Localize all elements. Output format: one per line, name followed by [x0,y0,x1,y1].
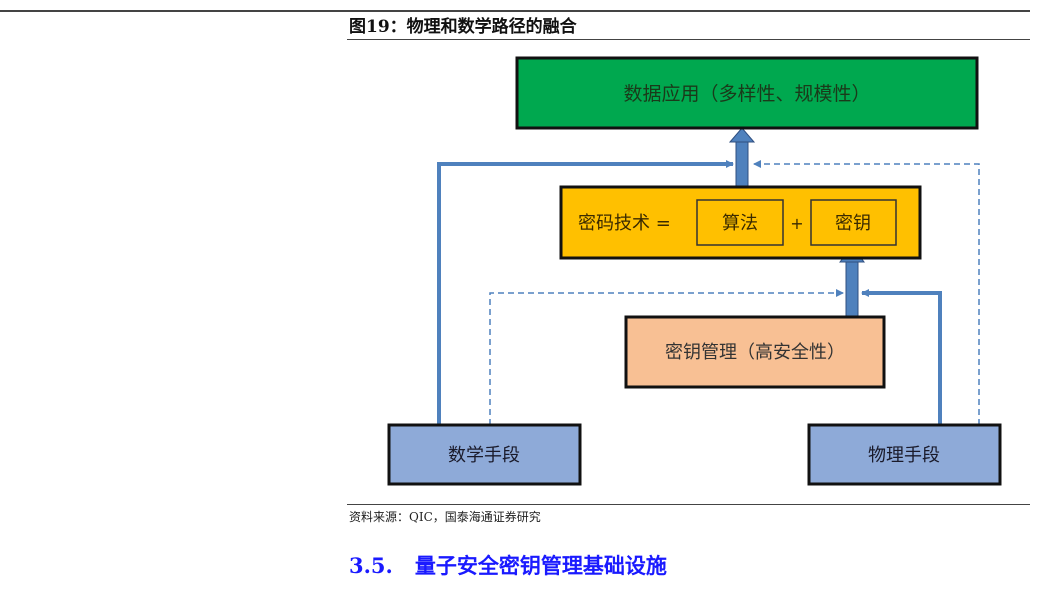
math-to-key-dashed-line [489,289,844,425]
math-to-app-line [437,160,734,425]
physics-means-label: 物理手段 [868,445,940,466]
crypto-tech-box: 密码技术 = 算法 + 密钥 [559,185,922,260]
data-application-box: 数据应用（多样性、规模性） [515,56,979,130]
figure-caption: 图19：物理和数学路径的融合 [349,17,577,37]
data-application-label: 数据应用（多样性、规模性） [623,83,870,105]
key-management-box: 密钥管理（高安全性） [624,315,886,389]
top-rule [0,10,1030,12]
crypto-tech-label: 密码技术 = [578,213,671,234]
section-heading: 3.5. 量子安全密钥管理基础设施 [349,550,667,580]
physics-means-box: 物理手段 [807,423,1002,486]
plus-sign: + [790,214,803,233]
source-rule [347,504,1030,505]
key-management-label: 密钥管理（高安全性） [665,342,845,363]
math-means-box: 数学手段 [387,423,582,486]
physics-to-app-dashed-line [753,160,980,425]
math-means-label: 数学手段 [448,445,520,466]
algorithm-label: 算法 [722,213,758,234]
physics-to-key-line [861,289,942,425]
section-number: 3.5. [349,553,393,578]
caption-rule [347,39,1030,40]
source-note: 资料来源：QIC，国泰海通证券研究 [349,510,541,524]
key-label: 密钥 [835,213,871,234]
section-title: 量子安全密钥管理基础设施 [414,553,667,578]
crypto-to-app-arrow [728,127,756,188]
